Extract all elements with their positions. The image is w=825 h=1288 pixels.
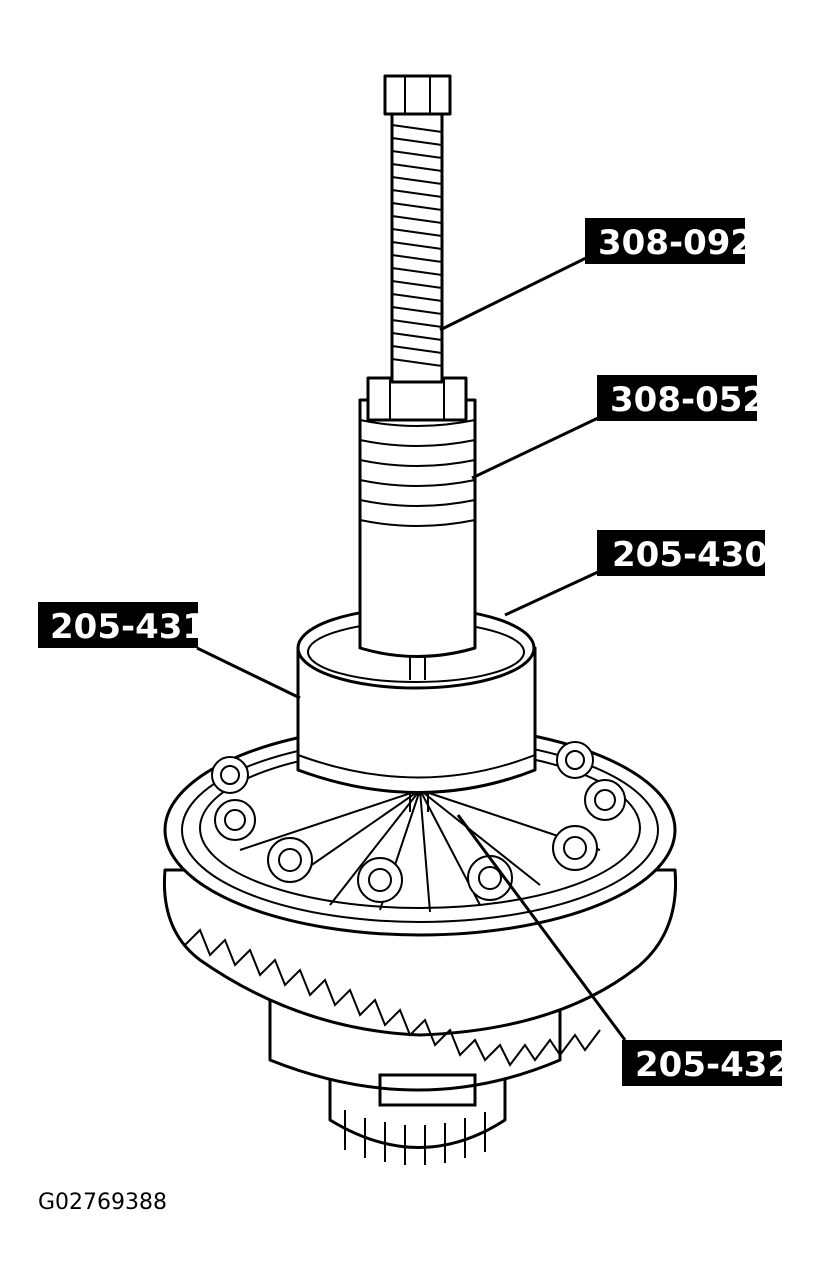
leader-308-092 [439,256,587,332]
callout-205-431-label: 205-431 [50,607,206,647]
installer-sleeve [358,376,477,658]
differential-housing [162,723,678,1165]
callout-308-092-label: 308-092 [598,223,754,263]
callout-308-092: 308-092 [585,218,754,264]
leader-205-430 [504,570,599,617]
callout-205-430-label: 205-430 [612,535,768,575]
leader-205-431 [196,646,301,700]
forcing-screw [383,74,452,384]
leader-308-052 [471,416,599,480]
callout-205-431: 205-431 [38,602,206,648]
callout-308-052: 308-052 [597,375,766,421]
figure-id: G02769388 [38,1190,168,1215]
callout-205-432-label: 205-432 [635,1045,791,1085]
leader-lines [196,256,627,1041]
callout-308-052-label: 308-052 [610,380,766,420]
callout-205-432: 205-432 [622,1040,791,1086]
callout-205-430: 205-430 [597,530,768,576]
leader-205-432 [456,814,627,1041]
